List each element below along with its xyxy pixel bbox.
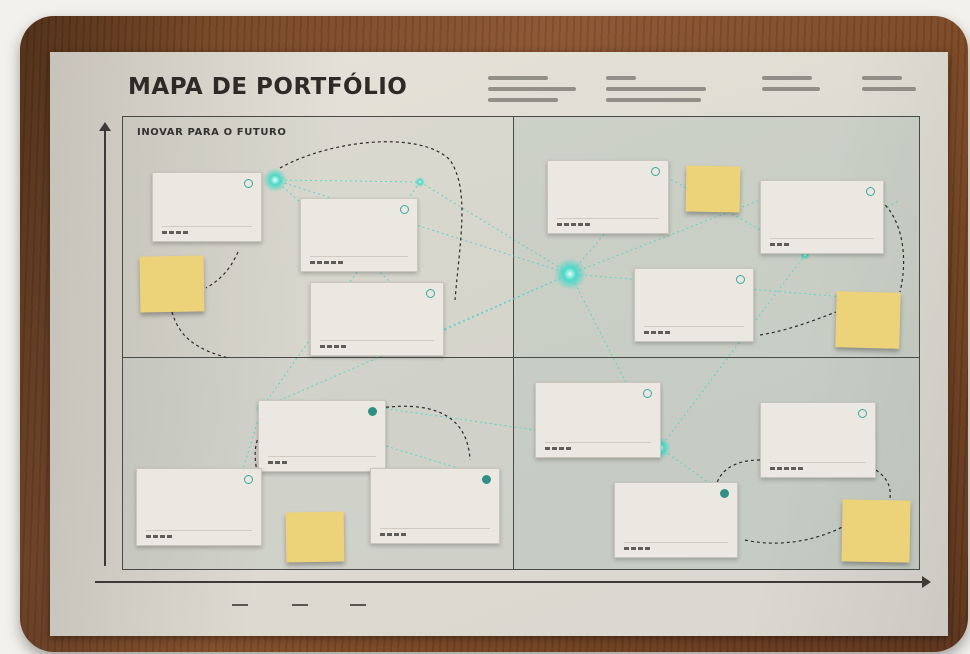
legend-block-3 — [762, 76, 822, 98]
card-footer — [146, 530, 252, 538]
card-description — [644, 282, 744, 298]
card-footer — [770, 462, 866, 470]
legend-block-4 — [862, 76, 918, 98]
status-circle-icon — [643, 389, 652, 398]
y-axis-arrow — [99, 122, 111, 131]
legend-block-2 — [606, 76, 716, 109]
status-circle-icon — [651, 167, 660, 176]
status-circle-icon — [866, 187, 875, 196]
portfolio-card — [136, 468, 262, 546]
card-description — [320, 296, 434, 312]
card-description — [770, 416, 866, 432]
poster-title: MAPA DE PORTFÓLIO — [128, 74, 408, 100]
x-axis — [95, 581, 925, 583]
portfolio-card — [634, 268, 754, 342]
card-footer — [770, 238, 874, 246]
status-circle-icon — [858, 409, 867, 418]
portfolio-card — [614, 482, 738, 558]
portfolio-card — [535, 382, 661, 458]
card-footer — [644, 326, 744, 334]
portfolio-card — [300, 198, 418, 272]
card-footer — [268, 456, 376, 464]
y-axis — [104, 130, 106, 566]
portfolio-card — [152, 172, 262, 242]
sticky-note — [841, 499, 911, 563]
quadrant-title: INOVAR PARA O FUTURO — [137, 127, 287, 138]
card-description — [380, 482, 490, 498]
status-circle-icon — [720, 489, 729, 498]
card-description — [624, 496, 728, 512]
card-description — [162, 186, 252, 202]
portfolio-card — [760, 402, 876, 478]
card-footer — [320, 340, 434, 348]
portfolio-card — [370, 468, 500, 544]
card-description — [310, 212, 408, 228]
card-description — [770, 194, 874, 210]
card-description — [146, 482, 252, 498]
sticky-note — [139, 255, 205, 313]
footer-key — [292, 604, 308, 606]
portfolio-card — [760, 180, 884, 254]
sticky-note — [285, 511, 345, 563]
portfolio-card — [547, 160, 669, 234]
card-footer — [557, 218, 659, 226]
sticky-note — [835, 291, 901, 349]
card-footer — [162, 226, 252, 234]
legend-block-1 — [488, 76, 576, 109]
status-circle-icon — [736, 275, 745, 284]
status-circle-icon — [400, 205, 409, 214]
status-circle-icon — [244, 475, 253, 484]
portfolio-card — [310, 282, 444, 356]
status-circle-icon — [244, 179, 253, 188]
portfolio-card — [258, 400, 386, 472]
card-footer — [380, 528, 490, 536]
status-circle-icon — [368, 407, 377, 416]
sticky-note — [685, 165, 741, 213]
status-circle-icon — [426, 289, 435, 298]
card-description — [545, 396, 651, 412]
card-description — [268, 414, 376, 430]
card-footer — [545, 442, 651, 450]
status-circle-icon — [482, 475, 491, 484]
footer-key — [350, 604, 366, 606]
x-axis-arrow — [922, 576, 931, 588]
footer-key — [232, 604, 248, 606]
card-footer — [624, 542, 728, 550]
card-description — [557, 174, 659, 190]
card-footer — [310, 256, 408, 264]
